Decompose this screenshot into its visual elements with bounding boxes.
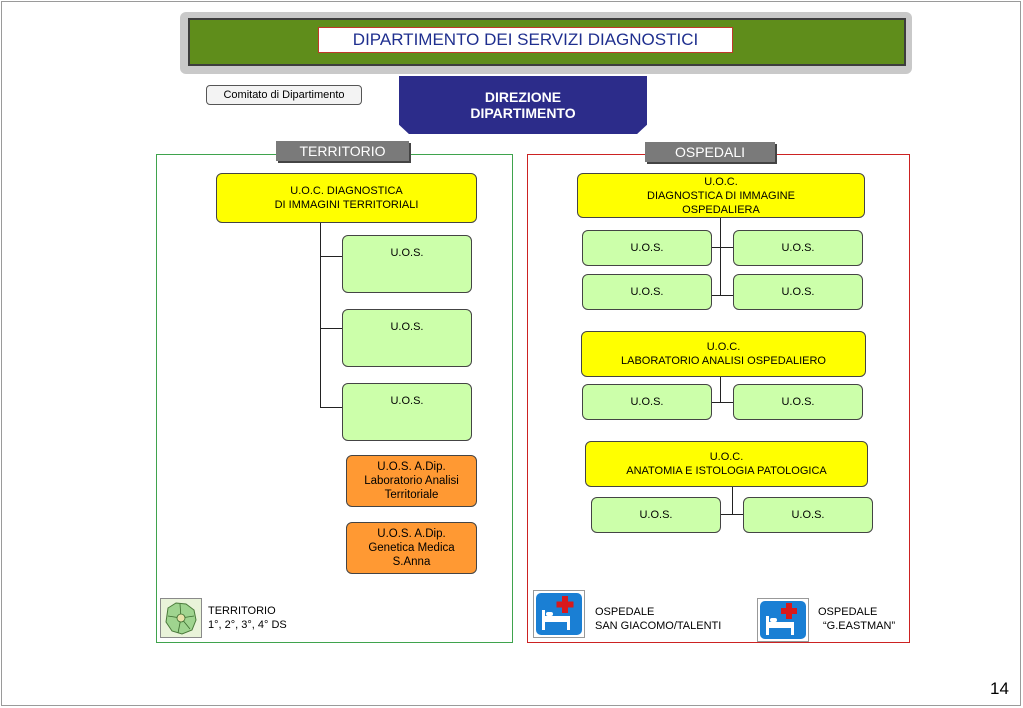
genetica-medica-box[interactable]: U.O.S. A.Dip. Genetica Medica S.Anna [346,522,477,574]
uoc2-line1: U.O.C. [706,341,741,353]
adip1-line3: Territoriale [384,489,439,501]
territorio-map-icon [160,598,202,638]
adip2-line2: Genetica Medica [368,542,455,554]
comitato-button[interactable]: Comitato di Dipartimento [206,85,362,105]
ospedali-uos-box[interactable]: U.O.S. [733,274,863,310]
uoc3-line2: ANATOMIA E ISTOLOGIA PATOLOGICA [626,465,827,477]
adip2-line1: U.O.S. A.Dip. [377,528,446,540]
ospedali-tab[interactable]: OSPEDALI [645,142,775,162]
uoc2-line2: LABORATORIO ANALISI OSPEDALIERO [621,355,826,367]
legend2-line1: OSPEDALE [818,606,878,618]
connector-line [320,407,342,408]
legend1-line2: SAN GIACOMO/TALENTI [595,620,722,632]
uoc1-line2: DIAGNOSTICA DI IMMAGINE [647,189,795,202]
connector-line [720,377,721,403]
territorio-legend-line2: 1°, 2°, 3°, 4° DS [208,619,287,631]
connector-line [732,487,733,515]
page-number: 14 [990,679,1009,698]
legend1-line1: OSPEDALE [595,606,655,618]
ospedali-uos-box[interactable]: U.O.S. [733,230,863,266]
territorio-legend-line1: TERRITORIO [208,605,276,617]
connector-line [720,218,721,296]
connector-line [712,247,733,248]
adip2-line3: S.Anna [392,556,431,568]
ospedale-eastman-legend: OSPEDALE “G.EASTMAN” [818,605,895,633]
ospedali-uos-box[interactable]: U.O.S. [582,230,712,266]
connector-line [712,402,733,403]
connector-line [320,328,342,329]
uoc3-line1: U.O.C. [709,451,744,463]
ospedali-uoc-laboratorio-box[interactable]: U.O.C. LABORATORIO ANALISI OSPEDALIERO [581,331,866,377]
direzione-line1: DIREZIONE [484,89,562,105]
direzione-line2: DIPARTIMENTO [470,105,576,121]
ospedale-san-giacomo-legend: OSPEDALE SAN GIACOMO/TALENTI [595,605,721,633]
adip1-line1: U.O.S. A.Dip. [377,461,446,473]
territorio-tab[interactable]: TERRITORIO [276,141,409,161]
legend2-line2: “G.EASTMAN” [823,620,896,632]
connector-line [320,223,321,408]
adip1-line2: Laboratorio Analisi [364,475,459,487]
territorio-legend: TERRITORIO 1°, 2°, 3°, 4° DS [208,604,287,632]
connector-line [712,295,733,296]
ospedali-uos-box[interactable]: U.O.S. [582,384,712,420]
ospedali-uos-box[interactable]: U.O.S. [743,497,873,533]
territorio-uoc-line1: U.O.C. DIAGNOSTICA [290,185,403,197]
ospedali-uos-box[interactable]: U.O.S. [582,274,712,310]
uoc1-line1: U.O.C. [704,175,738,188]
uoc1-line3: OSPEDALIERA [682,203,760,216]
laboratorio-analisi-territoriale-box[interactable]: U.O.S. A.Dip. Laboratorio Analisi Territ… [346,455,477,507]
hospital-bed-icon [533,590,585,638]
direzione-dipartimento-box[interactable]: DIREZIONE DIPARTIMENTO [399,76,647,134]
ospedali-uoc-diagnostica-box[interactable]: U.O.C. DIAGNOSTICA DI IMMAGINE OSPEDALIE… [577,173,865,218]
hospital-bed-icon [757,598,809,642]
connector-line [320,256,342,257]
ospedali-uoc-anatomia-box[interactable]: U.O.C. ANATOMIA E ISTOLOGIA PATOLOGICA [585,441,868,487]
page-title: DIPARTIMENTO DEI SERVIZI DIAGNOSTICI [318,27,733,53]
territorio-uos-box[interactable]: U.O.S. [342,309,472,367]
territorio-uoc-line2: DI IMMAGINI TERRITORIALI [274,199,419,211]
ospedali-uos-box[interactable]: U.O.S. [591,497,721,533]
territorio-uoc-box[interactable]: U.O.C. DIAGNOSTICA DI IMMAGINI TERRITORI… [216,173,477,223]
territorio-uos-box[interactable]: U.O.S. [342,235,472,293]
connector-line [721,514,743,515]
territorio-uos-box[interactable]: U.O.S. [342,383,472,441]
ospedali-uos-box[interactable]: U.O.S. [733,384,863,420]
